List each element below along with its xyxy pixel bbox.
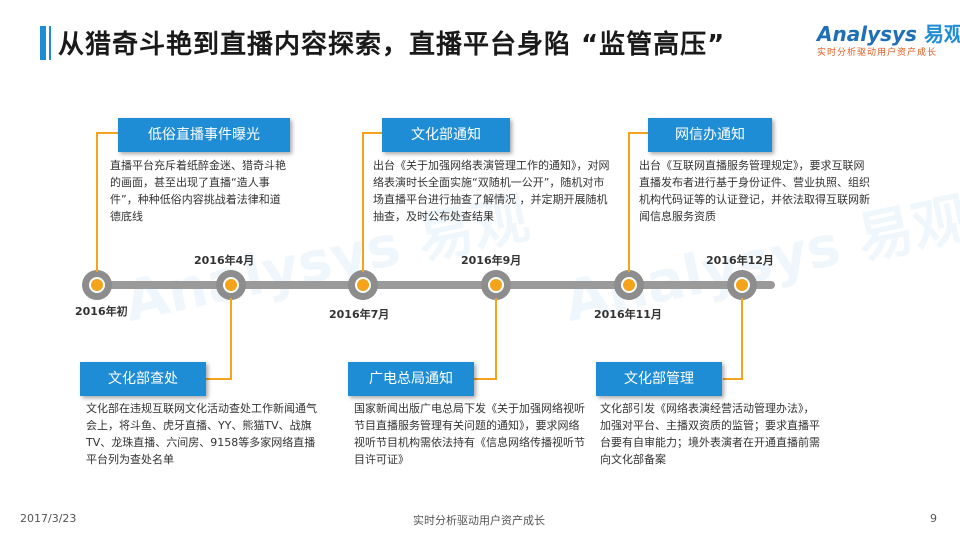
- title-accent-bar-thin: [49, 26, 51, 60]
- analysys-logo: Analysys 易观 实时分析驱动用户资产成长: [817, 18, 960, 62]
- timeline-bar: [85, 281, 775, 289]
- connector-2: [230, 298, 232, 380]
- timeline-date-1: 2016年初: [75, 305, 128, 318]
- event-desc-culture-manage: 文化部引发《网络表演经营活动管理办法》，加强对平台、主播双资质的监管；要求直播平…: [600, 402, 820, 466]
- logo-mark: 易观: [923, 22, 960, 46]
- page-title: 从猎奇斗艳到直播内容探索，直播平台身陷 “监管高压”: [58, 30, 726, 60]
- connector-1: [96, 132, 98, 272]
- timeline-date-4: 2016年9月: [461, 254, 522, 267]
- event-desc-cac-notice: 出台《互联网直播服务管理规定》，要求互联网直播发布者进行基于身份证件、营业执照、…: [639, 159, 870, 223]
- footer-date: 2017/3/23: [20, 512, 77, 525]
- timeline-node-5: [614, 270, 644, 300]
- footer-slogan: 实时分析驱动用户资产成长: [413, 514, 545, 527]
- connector-4: [495, 298, 497, 380]
- event-desc-vulgar-live: 直播平台充斥着纸醉金迷、猎奇斗艳的画面，甚至出现了直播“造人事件”，种种低俗内容…: [110, 159, 286, 223]
- event-tag-culture-notice: 文化部通知: [382, 118, 510, 152]
- connector-1-h: [96, 132, 120, 134]
- logo-slogan: 实时分析驱动用户资产成长: [817, 48, 938, 58]
- timeline-node-1: [82, 270, 112, 300]
- connector-3-h: [362, 132, 384, 134]
- event-tag-culture-manage: 文化部管理: [596, 362, 722, 396]
- logo-prefix: A: [817, 22, 833, 46]
- title-accent-bar: [40, 26, 46, 60]
- timeline-node-3: [348, 270, 378, 300]
- event-desc-sarft-notice: 国家新闻出版广电总局下发《关于加强网络视听节目直播服务管理有关问题的通知》，要求…: [354, 402, 585, 466]
- timeline-node-4: [481, 270, 511, 300]
- timeline-date-2: 2016年4月: [194, 254, 255, 267]
- event-desc-culture-notice: 出台《关于加强网络表演管理工作的通知》，对网络表演时长全面实施“双随机一公开”，…: [373, 159, 610, 223]
- timeline-node-2: [216, 270, 246, 300]
- event-tag-vulgar-live: 低俗直播事件曝光: [118, 118, 290, 152]
- timeline-date-5: 2016年11月: [594, 308, 662, 321]
- timeline-date-6: 2016年12月: [706, 254, 774, 267]
- event-tag-cac-notice: 网信办通知: [648, 118, 772, 152]
- connector-6: [741, 298, 743, 380]
- connector-6-h: [723, 378, 743, 380]
- connector-5: [628, 132, 630, 272]
- event-tag-sarft-notice: 广电总局通知: [348, 362, 474, 396]
- event-desc-culture-punish: 文化部在违规互联网文化活动查处工作新闻通气会上，将斗鱼、虎牙直播、YY、熊猫TV…: [86, 402, 317, 466]
- timeline-date-3: 2016年7月: [329, 308, 390, 321]
- connector-3: [362, 132, 364, 272]
- page-number: 9: [930, 512, 937, 525]
- event-tag-culture-punish: 文化部查处: [80, 362, 206, 396]
- connector-2-h: [206, 378, 232, 380]
- connector-4-h: [473, 378, 497, 380]
- logo-wordmark: Analysys 易观: [817, 18, 960, 47]
- connector-5-h: [628, 132, 650, 134]
- timeline-node-6: [727, 270, 757, 300]
- logo-name: nalysys: [832, 22, 917, 46]
